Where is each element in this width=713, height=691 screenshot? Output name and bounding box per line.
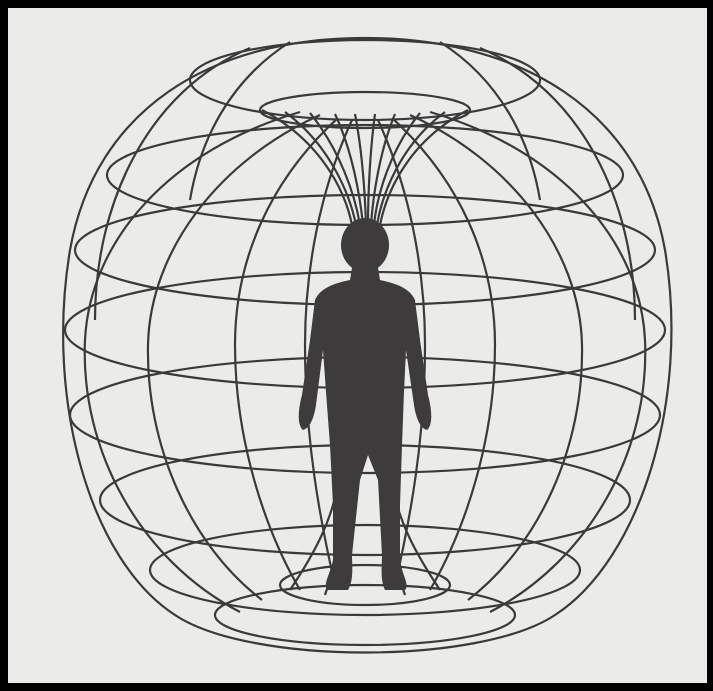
human-head — [341, 218, 389, 272]
latitude-ring-6 — [150, 525, 580, 615]
human-silhouette — [299, 218, 432, 590]
meridian-left-3 — [235, 118, 338, 590]
latitude-ring-top-inner — [260, 92, 470, 128]
